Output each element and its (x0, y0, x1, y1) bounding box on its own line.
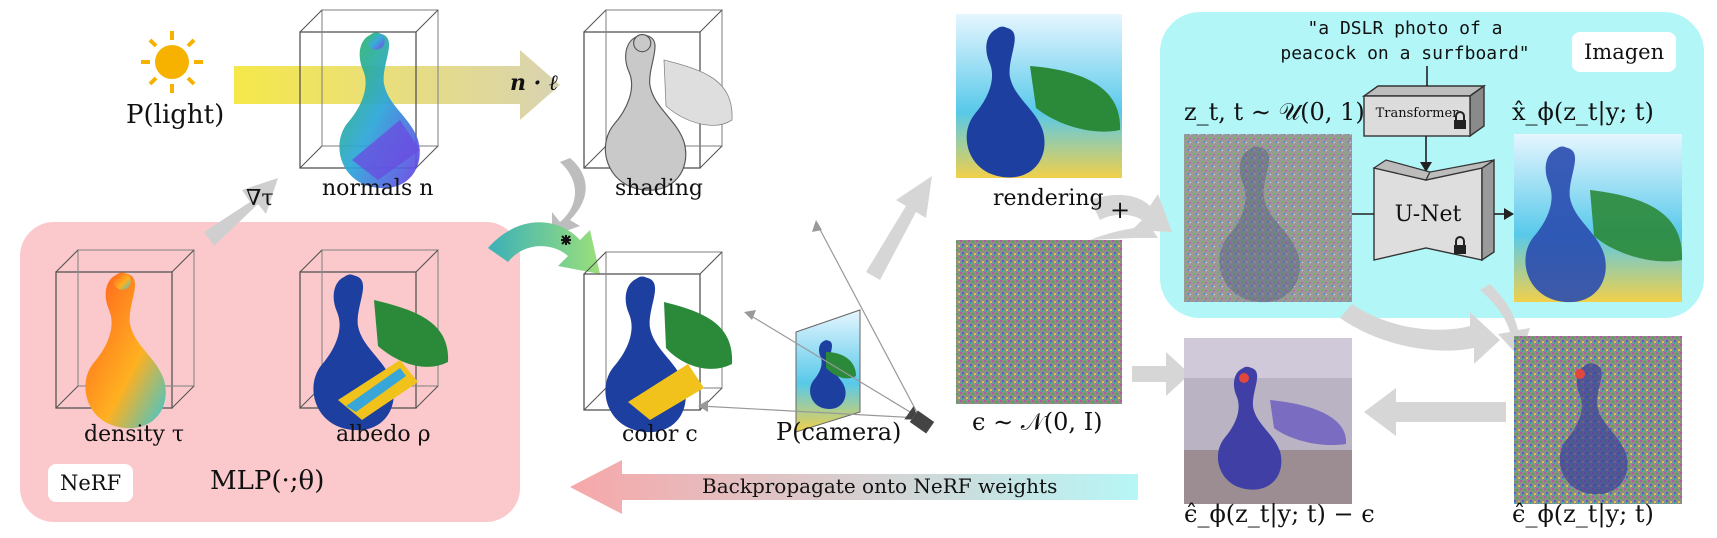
camera-rays (699, 221, 921, 419)
diff-label: ϵ̂_ϕ(z_t|y; t) − ϵ (1184, 500, 1375, 528)
imagen-badge: Imagen (1572, 32, 1677, 72)
backprop-arrow (570, 460, 1138, 514)
noise-image (956, 240, 1122, 404)
zt-image (1184, 134, 1352, 303)
to-rendering-arrow (866, 176, 932, 280)
transformer-label: Transformer (1375, 106, 1459, 121)
color-cube (583, 251, 733, 433)
prompt-line-1: "a DSLR photo of a (1307, 18, 1503, 39)
ray-arrow-head-1 (812, 220, 822, 232)
light-arrow (234, 50, 560, 120)
diff-image (1184, 338, 1352, 504)
color-label: color c (622, 422, 698, 447)
multiply-icon (561, 235, 571, 245)
shading-label: shading (615, 176, 703, 201)
prompt-text: "a DSLR photo of a peacock on a surfboar… (1250, 16, 1560, 66)
grad-label: ∇τ (246, 186, 274, 211)
normals-label: normals n (322, 176, 434, 201)
camera-icon (904, 406, 935, 434)
rendering-label: rendering (993, 186, 1104, 211)
density-cube (55, 249, 195, 429)
unet-label: U-Net (1394, 202, 1462, 227)
nerf-badge: NeRF (48, 464, 134, 502)
xhat-label: x̂_ϕ(z_t|y; t) (1512, 98, 1654, 126)
light-label: P(light) (126, 100, 225, 130)
prompt-line-2: peacock on a surfboard" (1280, 43, 1530, 64)
density-label: density τ (84, 422, 185, 447)
shading-cube (583, 9, 733, 191)
epshat-label: ϵ̂_ϕ(z_t|y; t) (1512, 500, 1654, 528)
lock-icon (1454, 111, 1466, 129)
camera-label: P(camera) (776, 418, 902, 446)
transformer-box (1361, 84, 1487, 138)
albedo-to-color-arrow (488, 222, 600, 274)
albedo-label: albedo ρ (336, 422, 431, 447)
plus-label: + (1110, 196, 1131, 224)
epshat-image (1514, 336, 1682, 504)
transformer-to-unet-head (1420, 162, 1432, 172)
rendering-image (956, 14, 1122, 178)
shading-to-color-arrow (552, 158, 586, 236)
unet-box (1372, 158, 1495, 262)
xhat-to-epshat-arrow (1340, 304, 1500, 364)
lock-icon (1454, 236, 1466, 254)
noise-to-diff-arrow (1132, 352, 1190, 396)
albedo-cube (299, 249, 449, 431)
noise-to-zt-arrow (1090, 226, 1158, 240)
rendering-to-zt-arrow (1090, 194, 1172, 232)
mlp-label: MLP(·;θ) (210, 466, 325, 496)
zt-label: z_t, t ∼ 𝒰(0, 1) (1184, 98, 1365, 126)
sun-icon (141, 31, 203, 93)
ray-arrow-head-2 (744, 310, 756, 320)
camera-view (795, 309, 861, 433)
grad-arrow (204, 178, 278, 246)
noise-label: ϵ ∼ 𝒩(0, I) (972, 408, 1103, 436)
epshat-to-diff-arrow (1364, 388, 1506, 436)
unet-to-xhat-head (1504, 208, 1514, 220)
ray-arrow-head-3 (698, 400, 708, 412)
xhat-image (1514, 134, 1683, 303)
backprop-label: Backpropagate onto NeRF weights (702, 474, 1058, 498)
dot-product-label: n · ℓ (510, 70, 559, 96)
normals-cube (299, 9, 439, 189)
